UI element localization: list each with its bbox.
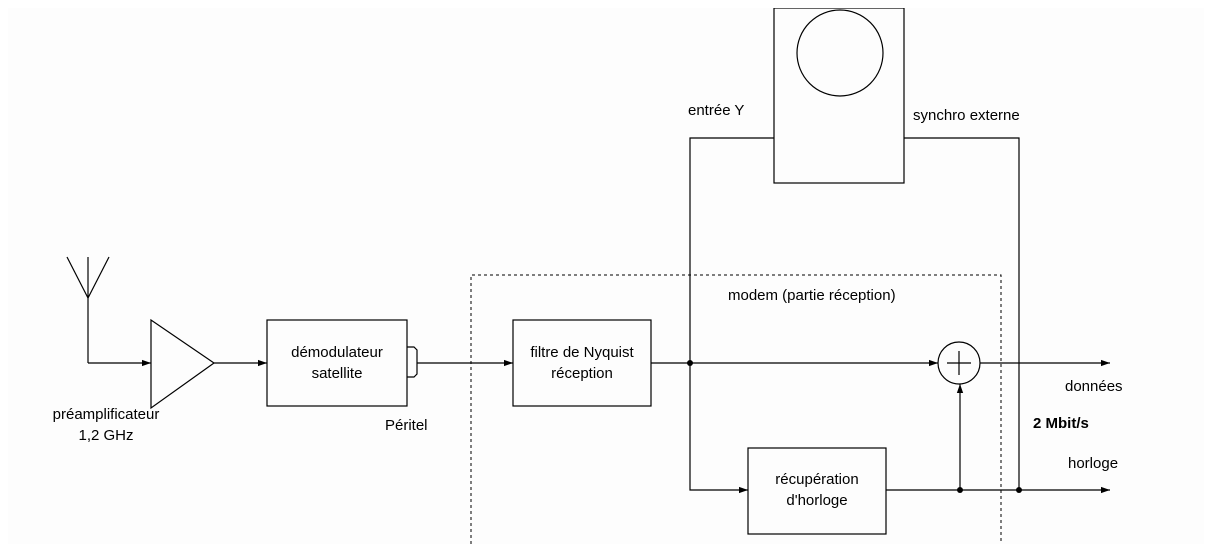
to-ext-sync-arrow <box>882 134 1020 490</box>
modem-boundary <box>470 274 1002 544</box>
preamplifier-triangle <box>150 318 216 410</box>
nyquist-filter-block <box>512 319 652 407</box>
nyquist-label-line2: réception <box>551 365 613 382</box>
demodulator-block <box>266 319 408 407</box>
bitrate-label: 2 Mbit/s <box>1033 415 1089 432</box>
nyquist-label-line1: filtre de Nyquist <box>530 344 634 361</box>
antenna-icon <box>66 256 151 367</box>
clock-recovery-label-line1: récupération <box>775 471 858 488</box>
modem-label: modem (partie réception) <box>728 287 896 304</box>
oscilloscope-screen <box>796 9 884 97</box>
demodulator-label-line2: satellite <box>312 365 363 382</box>
data-output-label: données <box>1065 378 1123 395</box>
to-clock-recovery-arrow <box>689 363 748 494</box>
peritel-label: Péritel <box>385 417 428 434</box>
ext-sync-label: synchro externe <box>913 107 1020 124</box>
preamp-label-line2: 1,2 GHz <box>78 427 133 444</box>
demodulator-label-line1: démodulateur <box>291 344 383 361</box>
block-diagram: préamplificateur 1,2 GHz démodulateur sa… <box>53 8 1123 544</box>
peritel-connector-icon <box>407 346 418 378</box>
clock-output-label: horloge <box>1068 455 1118 472</box>
summing-junction <box>937 341 981 385</box>
preamp-label-line1: préamplificateur <box>53 406 160 423</box>
clock-recovery-block <box>747 447 887 535</box>
clock-recovery-label-line2: d'horloge <box>786 492 847 509</box>
diagram-canvas: préamplificateur 1,2 GHz démodulateur sa… <box>8 8 1204 544</box>
input-y-label: entrée Y <box>688 102 744 119</box>
to-input-y-arrow <box>689 134 793 363</box>
